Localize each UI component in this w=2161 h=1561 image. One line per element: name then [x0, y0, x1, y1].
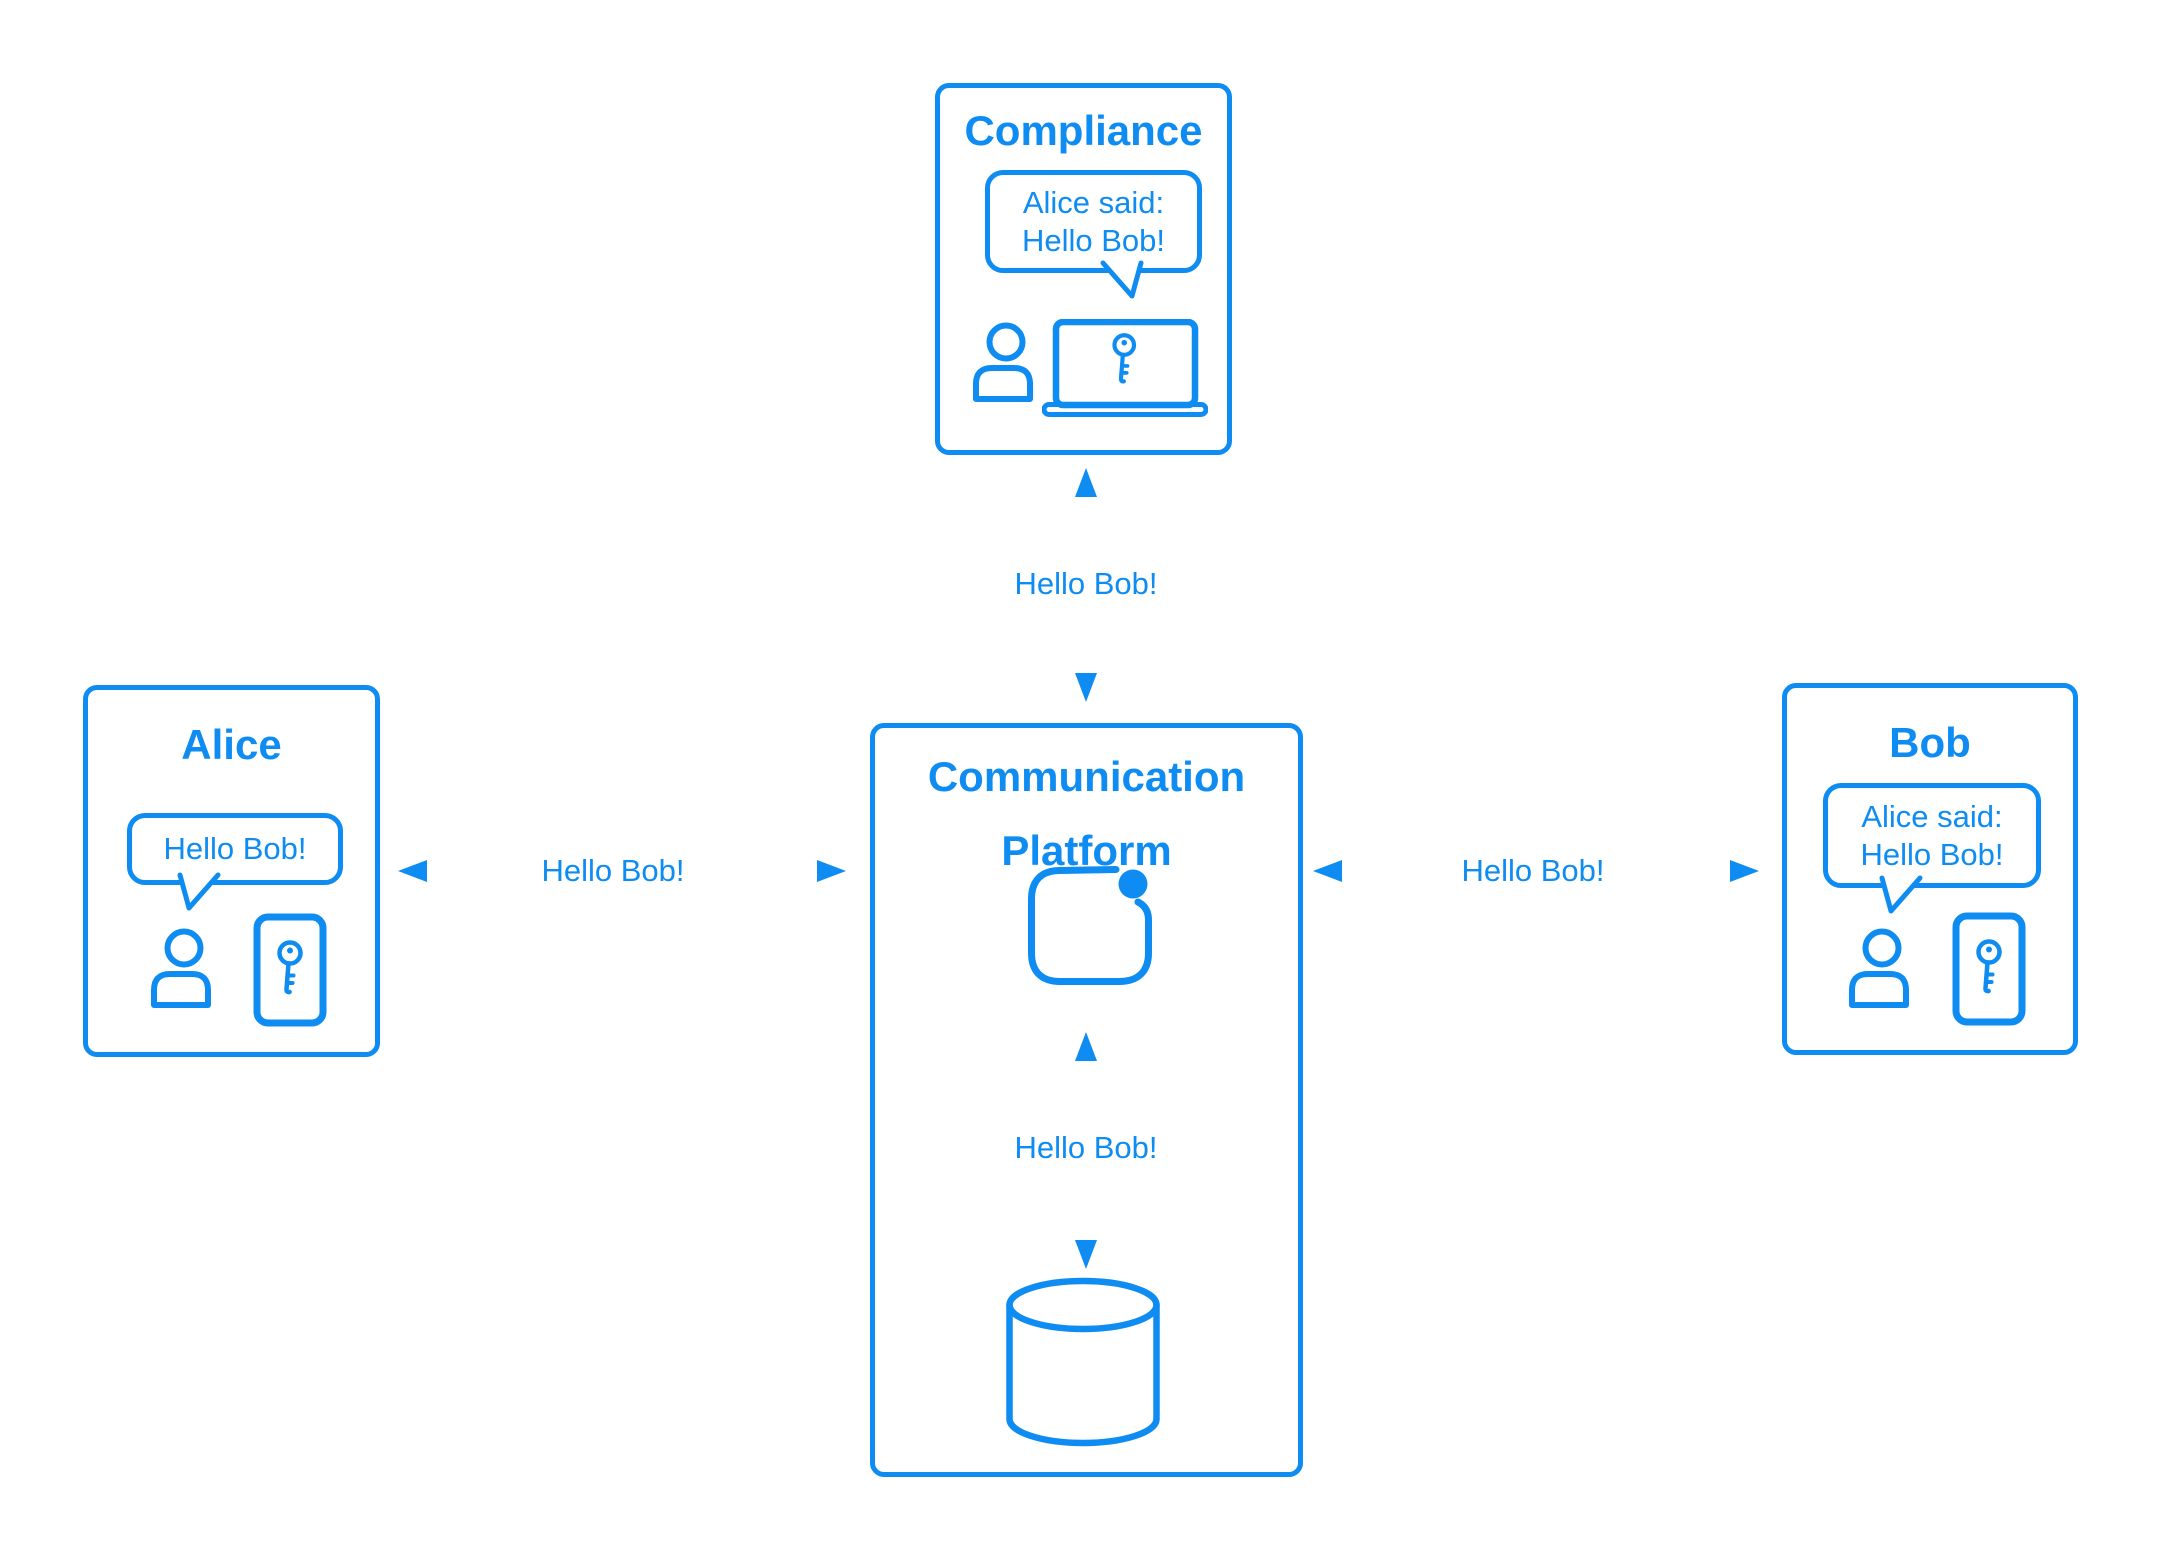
notification-dot-icon	[1118, 869, 1148, 899]
bubble-text-line: Alice said:	[1861, 798, 2003, 834]
arrow-left-icon	[1313, 860, 1401, 882]
compliance-speech-bubble: Alice said: Hello Bob!	[985, 170, 1202, 299]
smartphone-icon	[1952, 912, 2026, 1026]
platform-title-line2: Platform	[1001, 827, 1172, 874]
node-alice: Alice Hello Bob!	[83, 685, 380, 1057]
node-compliance: Compliance Alice said: Hello Bob!	[935, 83, 1232, 455]
edge-label-compliance-platform: Hello Bob!	[1014, 566, 1158, 601]
bubble-text-line: Hello Bob!	[1021, 222, 1166, 258]
bubble-text-line: Hello Bob!	[1860, 836, 2004, 872]
bob-speech-bubble: Alice said: Hello Bob!	[1823, 783, 2041, 914]
arrow-down-icon	[1075, 622, 1097, 702]
edge-label-platform-database: Hello Bob!	[1014, 1130, 1158, 1165]
arrow-right-icon	[1655, 860, 1759, 882]
speech-bubble-tail-icon	[1879, 875, 1923, 914]
person-icon	[150, 928, 212, 1008]
speech-bubble-tail-icon	[1100, 260, 1144, 299]
edge-label-alice-platform: Hello Bob!	[541, 853, 685, 888]
alice-speech-bubble: Hello Bob!	[127, 813, 343, 911]
compliance-title: Compliance	[964, 107, 1203, 154]
arrow-up-icon	[1075, 468, 1097, 546]
node-bob: Bob Alice said: Hello Bob!	[1782, 683, 2078, 1055]
person-icon	[972, 322, 1034, 402]
edge-label-platform-bob: Hello Bob!	[1461, 853, 1605, 888]
messenger-app-icon	[1028, 866, 1152, 985]
key-icon	[1979, 942, 2000, 992]
arrow-right-icon	[740, 860, 846, 882]
smartphone-icon	[253, 913, 327, 1027]
key-icon	[1114, 335, 1134, 381]
alice-title: Alice	[181, 721, 282, 768]
bubble-text-line: Alice said:	[1022, 184, 1165, 220]
database-icon	[1006, 1277, 1160, 1447]
key-icon	[280, 943, 301, 993]
person-icon	[1848, 928, 1910, 1008]
speech-bubble-tail-icon	[177, 872, 221, 911]
bob-title: Bob	[1889, 719, 1971, 766]
platform-title-line1: Communication	[927, 753, 1246, 800]
arrow-up-icon	[1075, 1032, 1097, 1110]
arrow-left-icon	[398, 860, 486, 882]
laptop-icon	[1042, 319, 1208, 417]
bubble-text-line: Hello Bob!	[163, 831, 307, 866]
arrow-down-icon	[1075, 1189, 1097, 1269]
